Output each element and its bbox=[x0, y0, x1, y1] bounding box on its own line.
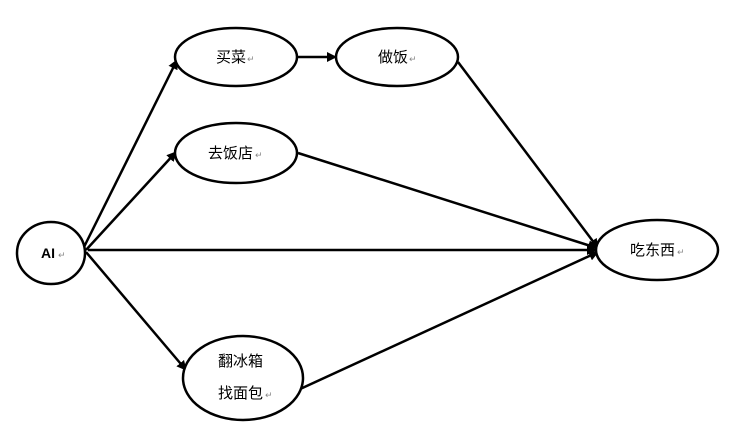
node-restaurant: 去饭店 ↵ bbox=[173, 121, 299, 185]
edge-ai-to-restaurant bbox=[85, 151, 177, 251]
node-fridge-mark: ↵ bbox=[265, 391, 273, 401]
node-ai-shape bbox=[15, 220, 87, 286]
node-buy-veg-shape bbox=[173, 26, 299, 88]
edge-ai-to-fridge bbox=[85, 251, 187, 371]
node-restaurant-shape bbox=[173, 121, 299, 185]
node-cook-shape bbox=[334, 26, 460, 88]
node-eat-label: 吃东西 bbox=[630, 241, 675, 259]
edges bbox=[82, 52, 599, 392]
node-ai-mark: ↵ bbox=[58, 251, 66, 261]
node-buy-veg-mark: ↵ bbox=[247, 55, 255, 65]
edge-cook-to-eat bbox=[457, 61, 599, 249]
node-cook-mark: ↵ bbox=[409, 55, 417, 65]
node-eat-shape bbox=[594, 218, 720, 282]
node-ai-label: AI bbox=[41, 245, 55, 261]
node-fridge-shape bbox=[181, 334, 305, 422]
node-buy-veg-label: 买菜 bbox=[216, 48, 246, 66]
node-fridge-line1: 翻冰箱 bbox=[218, 352, 263, 370]
node-cook: 做饭 ↵ bbox=[334, 26, 460, 88]
node-restaurant-label: 去饭店 bbox=[208, 144, 253, 162]
node-fridge-line2: 找面包 bbox=[218, 384, 263, 402]
node-cook-label: 做饭 bbox=[378, 48, 408, 66]
edge-restaurant-to-eat bbox=[297, 151, 598, 251]
node-restaurant-mark: ↵ bbox=[255, 151, 263, 161]
edge-fridge-to-eat bbox=[297, 250, 599, 392]
node-ai: AI ↵ bbox=[15, 220, 87, 286]
node-fridge: 翻冰箱 找面包 ↵ bbox=[181, 334, 305, 422]
node-buy-veg: 买菜 ↵ bbox=[173, 26, 299, 88]
node-eat: 吃东西 ↵ bbox=[594, 218, 720, 282]
node-eat-mark: ↵ bbox=[677, 248, 685, 258]
edge-ai-to-buy-veg bbox=[82, 59, 179, 248]
